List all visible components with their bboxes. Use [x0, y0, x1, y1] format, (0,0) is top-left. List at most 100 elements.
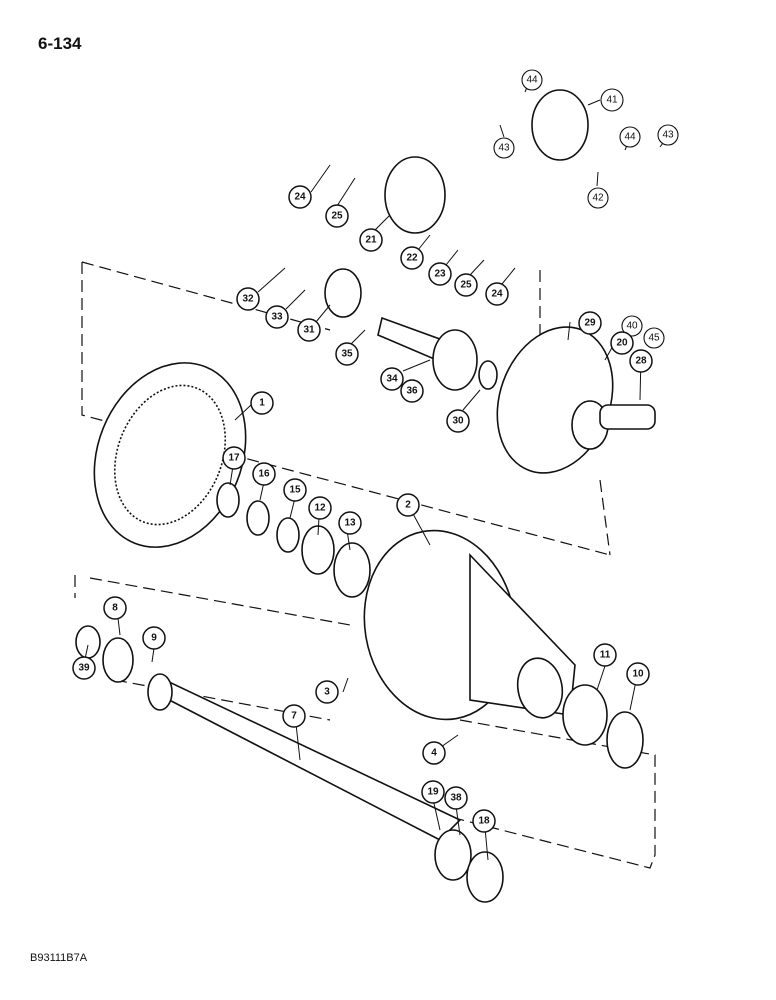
svg-text:45: 45	[648, 333, 660, 344]
svg-text:23: 23	[434, 269, 446, 280]
seal-38	[434, 829, 472, 881]
svg-text:21: 21	[365, 235, 377, 246]
callout-4: 4	[422, 741, 446, 765]
gear-31	[324, 268, 362, 318]
callout-17: 17	[222, 446, 246, 470]
callout-8: 8	[103, 596, 127, 620]
bearing-cup-11	[562, 684, 608, 746]
callout-25: 25	[325, 204, 349, 228]
gear-21	[384, 156, 446, 234]
washer-16	[246, 500, 270, 536]
washer-17	[216, 482, 240, 518]
svg-text:33: 33	[271, 312, 283, 323]
callout-9: 9	[142, 626, 166, 650]
svg-text:30: 30	[452, 416, 464, 427]
callout-43: 43	[657, 124, 679, 146]
svg-text:4: 4	[431, 748, 437, 759]
bearing-cone-10	[606, 711, 644, 769]
callout-36: 36	[400, 379, 424, 403]
svg-text:25: 25	[331, 211, 343, 222]
page-number: 6-134	[38, 34, 82, 53]
lower-assembly-dash-outline	[74, 575, 656, 869]
svg-text:28: 28	[635, 356, 647, 367]
svg-text:39: 39	[78, 663, 90, 674]
svg-text:18: 18	[478, 816, 490, 827]
svg-text:12: 12	[314, 503, 326, 514]
svg-text:7: 7	[291, 711, 297, 722]
svg-text:9: 9	[151, 633, 157, 644]
bearing-cup-13	[333, 542, 371, 598]
bearing-cup-8	[102, 637, 134, 683]
svg-text:44: 44	[526, 75, 538, 86]
callout-38: 38	[444, 786, 468, 810]
svg-text:35: 35	[341, 349, 353, 360]
svg-text:43: 43	[662, 130, 674, 141]
callout-30: 30	[446, 409, 470, 433]
svg-text:22: 22	[406, 253, 418, 264]
svg-text:19: 19	[427, 787, 439, 798]
callout-13: 13	[338, 511, 362, 535]
svg-text:25: 25	[460, 280, 472, 291]
callout-7: 7	[282, 704, 306, 728]
callout-42: 42	[587, 187, 609, 209]
callout-39: 39	[72, 656, 96, 680]
svg-text:20: 20	[616, 338, 628, 349]
pinion-shaft	[377, 316, 478, 391]
callout-44: 44	[619, 126, 641, 148]
svg-text:17: 17	[228, 453, 240, 464]
callout-44: 44	[521, 69, 543, 91]
svg-text:38: 38	[450, 793, 462, 804]
svg-text:32: 32	[242, 294, 254, 305]
callout-41: 41	[600, 88, 624, 112]
callout-34: 34	[380, 367, 404, 391]
svg-text:41: 41	[606, 95, 618, 106]
svg-text:10: 10	[632, 669, 644, 680]
svg-text:34: 34	[386, 374, 398, 385]
callout-18: 18	[472, 809, 496, 833]
callout-12: 12	[308, 496, 332, 520]
callout-15: 15	[283, 478, 307, 502]
callout-25: 25	[454, 273, 478, 297]
svg-text:43: 43	[498, 143, 510, 154]
callout-35: 35	[335, 342, 359, 366]
callout-16: 16	[252, 462, 276, 486]
svg-text:8: 8	[112, 603, 118, 614]
svg-text:40: 40	[626, 321, 638, 332]
bearing-cup-18	[466, 851, 504, 903]
callout-32: 32	[236, 287, 260, 311]
upper-assembly-dash-outline	[81, 261, 611, 556]
svg-text:2: 2	[405, 500, 411, 511]
callout-20: 20	[610, 331, 634, 355]
svg-text:15: 15	[289, 485, 301, 496]
callout-2: 2	[396, 493, 420, 517]
o-ring-39	[75, 625, 101, 659]
callout-45: 45	[643, 327, 665, 349]
callout-31: 31	[297, 318, 321, 342]
svg-text:13: 13	[344, 518, 356, 529]
callout-3: 3	[315, 680, 339, 704]
callout-10: 10	[626, 662, 650, 686]
ring-gear	[93, 362, 247, 548]
svg-text:3: 3	[324, 687, 330, 698]
pin-28	[599, 404, 656, 430]
gear-41	[531, 89, 589, 161]
callout-1: 1	[250, 391, 274, 415]
callout-24: 24	[485, 282, 509, 306]
callout-33: 33	[265, 305, 289, 329]
callout-24: 24	[288, 185, 312, 209]
callout-28: 28	[629, 349, 653, 373]
svg-text:24: 24	[294, 192, 306, 203]
svg-text:44: 44	[624, 132, 636, 143]
shim-15	[276, 517, 300, 553]
figure-code: B93111B7A	[30, 952, 88, 964]
svg-text:1: 1	[259, 398, 265, 409]
svg-text:11: 11	[600, 650, 611, 661]
callout-22: 22	[400, 246, 424, 270]
svg-text:31: 31	[303, 325, 315, 336]
snap-ring-30	[478, 360, 498, 390]
svg-text:16: 16	[258, 469, 270, 480]
callout-19: 19	[421, 780, 445, 804]
callout-43: 43	[493, 137, 515, 159]
callout-29: 29	[578, 311, 602, 335]
